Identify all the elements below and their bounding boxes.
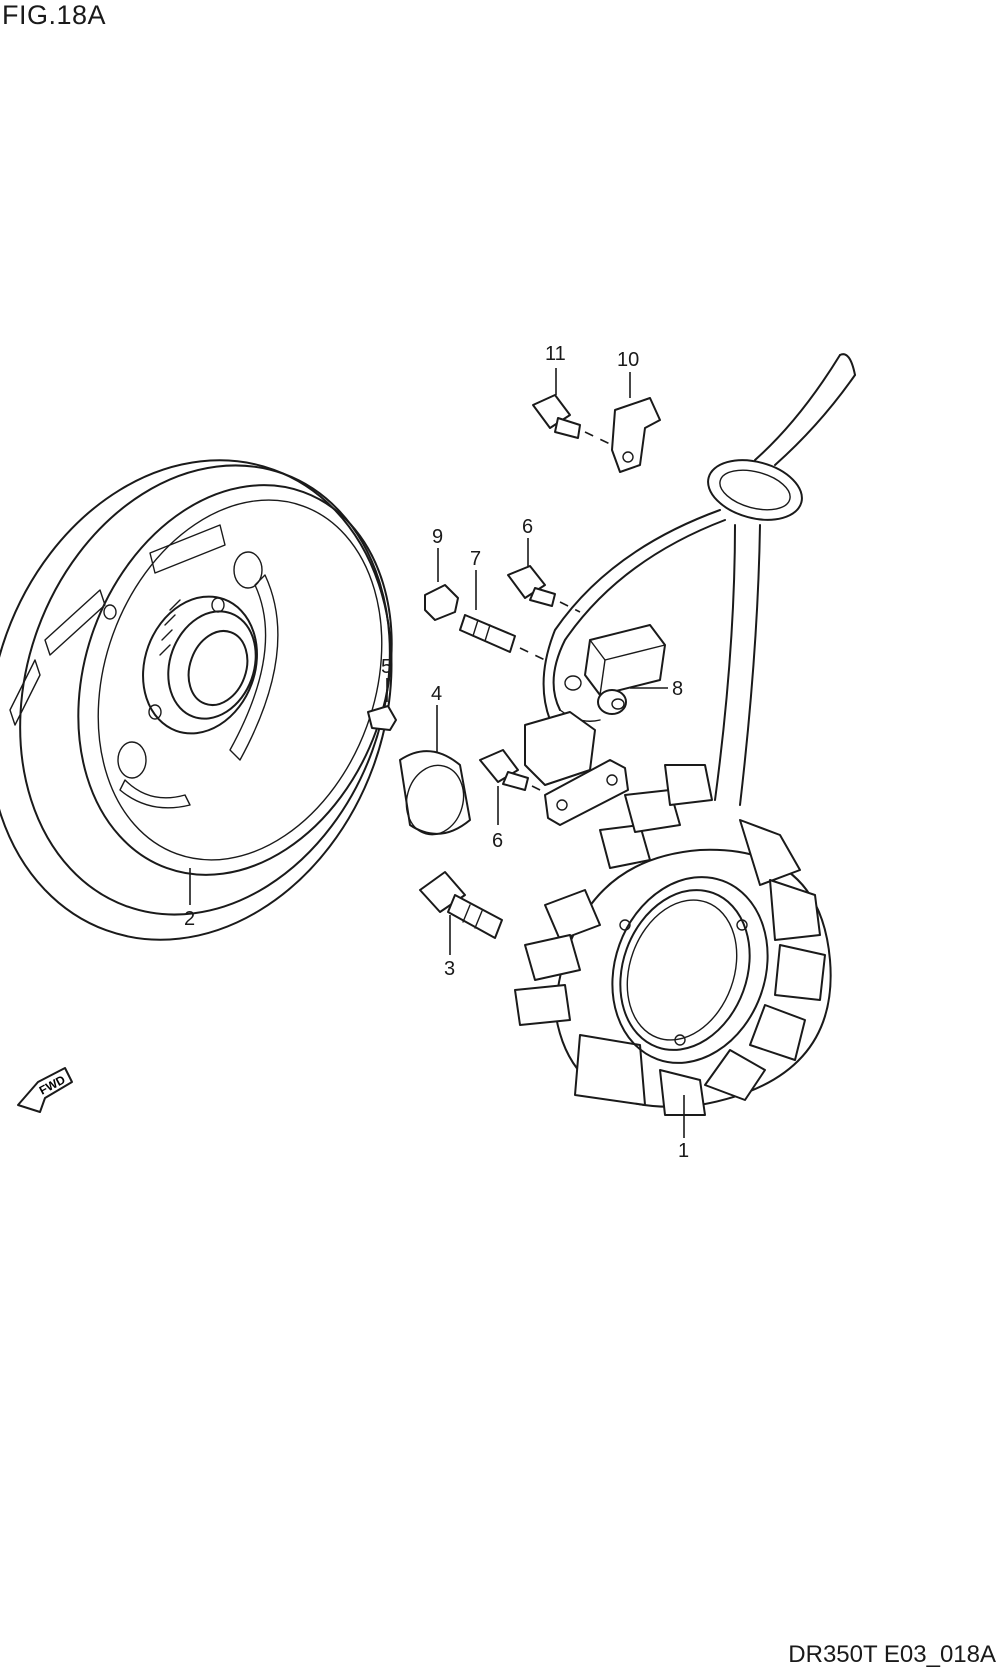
part-6-bolt-upper bbox=[507, 538, 581, 613]
callout-6-lower: 6 bbox=[492, 830, 503, 852]
part-9-nut bbox=[424, 548, 459, 621]
callout-2: 2 bbox=[184, 908, 195, 930]
callout-10: 10 bbox=[617, 349, 639, 371]
callout-1: 1 bbox=[678, 1140, 689, 1162]
part-5-key bbox=[367, 678, 397, 731]
part-7-stud bbox=[459, 570, 546, 661]
callout-7: 7 bbox=[470, 548, 481, 570]
part-3-bolt bbox=[419, 871, 503, 955]
part-1-stator bbox=[514, 764, 832, 1138]
part-8-spacer bbox=[564, 675, 668, 715]
part-10-clamp bbox=[611, 372, 661, 473]
figure-title: FIG.18A bbox=[2, 0, 107, 30]
part-4-collar bbox=[399, 705, 471, 836]
callout-9: 9 bbox=[432, 526, 443, 548]
callout-11: 11 bbox=[545, 343, 566, 365]
callout-4: 4 bbox=[431, 683, 442, 705]
callout-5: 5 bbox=[381, 656, 392, 678]
wiring-harness bbox=[542, 353, 856, 806]
part-2-rotor bbox=[0, 459, 393, 941]
part-6-bolt-lower bbox=[479, 749, 549, 825]
diagram-code: DR350T E03_018A bbox=[788, 1641, 996, 1668]
fwd-arrow-icon: FWD bbox=[17, 1067, 73, 1113]
callout-8: 8 bbox=[672, 678, 683, 700]
pickup-coil-upper bbox=[584, 624, 666, 696]
callout-6-upper: 6 bbox=[522, 516, 533, 538]
part-11-bolt bbox=[532, 368, 613, 446]
callout-3: 3 bbox=[444, 958, 455, 980]
pickup-coil-lower bbox=[524, 711, 629, 826]
